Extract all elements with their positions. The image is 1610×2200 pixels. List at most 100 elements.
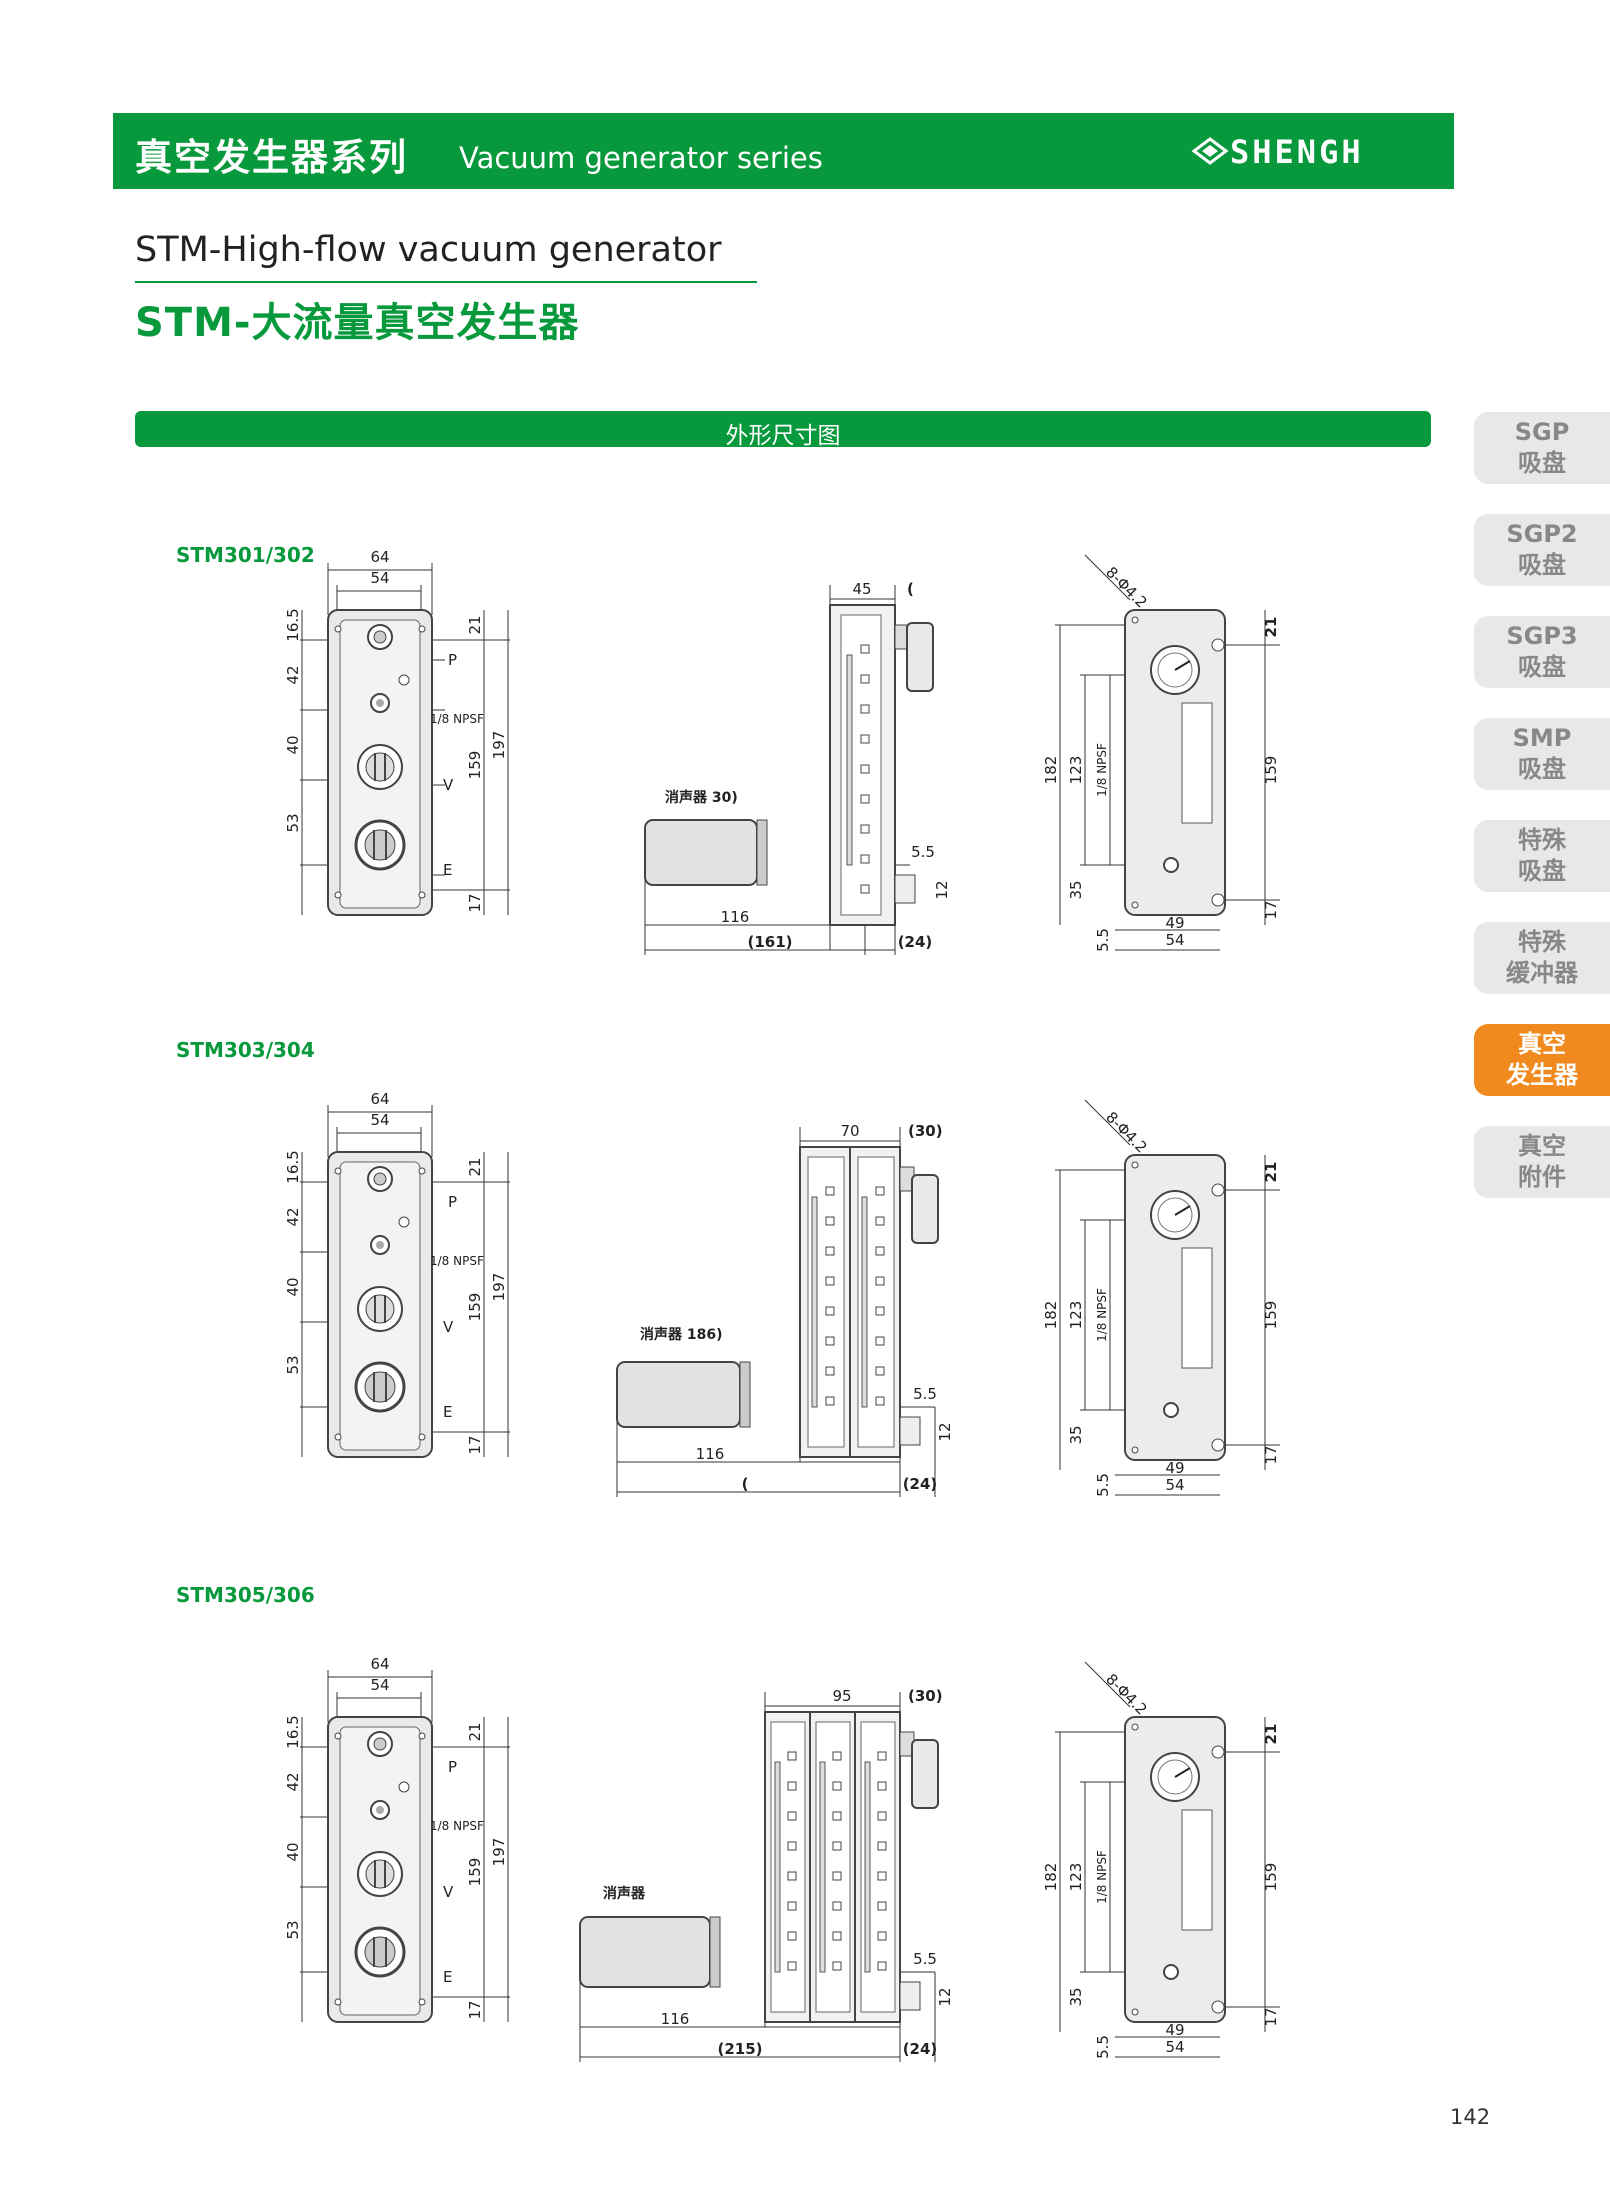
side-tab-special-cup[interactable]: 特殊吸盘 (1474, 820, 1610, 892)
svg-text:(24): (24) (898, 933, 933, 951)
svg-text:123: 123 (1067, 1863, 1085, 1892)
svg-text:116: 116 (721, 908, 750, 926)
side-view-3: 95 (30) 消声器 116 (215) (24) 5.5 12 (579, 1687, 954, 2062)
svg-text:21: 21 (1262, 1724, 1280, 1745)
svg-text:35: 35 (1067, 1425, 1085, 1444)
svg-text:197: 197 (490, 1838, 508, 1867)
logo-text: SHENGH (1230, 133, 1364, 171)
svg-text:E: E (443, 1968, 452, 1986)
front-view-2: 64 54 16.5 42 40 53 21 159 197 17 P 1/8 … (284, 1090, 510, 1458)
svg-text:8-Φ4.2: 8-Φ4.2 (1102, 563, 1151, 612)
side-view-1: 45 ( 消声器 30) 116 (161) (24) 5.5 12 (644, 580, 951, 955)
svg-text:40: 40 (284, 1842, 302, 1861)
svg-text:64: 64 (370, 548, 389, 566)
svg-text:182: 182 (1042, 1863, 1060, 1892)
product-title-en: STM-High-flow vacuum generator (135, 230, 722, 270)
svg-text:159: 159 (466, 1293, 484, 1322)
side-tab-vacuum-accessory[interactable]: 真空附件 (1474, 1126, 1610, 1198)
svg-text:123: 123 (1067, 1301, 1085, 1330)
svg-text:消声器 186): 消声器 186) (640, 1326, 723, 1343)
svg-text:40: 40 (284, 1277, 302, 1296)
svg-text:1/8 NPSF: 1/8 NPSF (430, 1254, 484, 1268)
logo-diamond-icon (1191, 137, 1229, 165)
svg-text:12: 12 (933, 880, 951, 899)
svg-text:21: 21 (1262, 617, 1280, 638)
svg-text:159: 159 (1262, 1301, 1280, 1330)
svg-text:54: 54 (1165, 931, 1184, 949)
svg-text:35: 35 (1067, 880, 1085, 899)
svg-text:17: 17 (1262, 1445, 1280, 1464)
front-view-1: 64 54 16.5 42 40 53 21 159 197 17 P 1/8 … (284, 548, 510, 916)
svg-text:64: 64 (370, 1090, 389, 1108)
side-tab-special-buffer[interactable]: 特殊缓冲器 (1474, 922, 1610, 994)
svg-text:1/8 NPSF: 1/8 NPSF (430, 1819, 484, 1833)
back-view-1: 8-Φ4.2 21 159 17 182 123 1/8 NPSF 35 5.5… (1042, 554, 1280, 952)
svg-text:17: 17 (1262, 900, 1280, 919)
svg-text:182: 182 (1042, 1301, 1060, 1330)
svg-text:95: 95 (832, 1687, 851, 1705)
svg-text:E: E (443, 1403, 452, 1421)
svg-text:消声器 30): 消声器 30) (665, 789, 738, 806)
svg-text:12: 12 (936, 1987, 954, 2006)
svg-text:21: 21 (466, 1722, 484, 1741)
series-title-en: Vacuum generator series (459, 141, 823, 175)
front-view-3: 64 54 16.5 42 40 53 21 159 197 17 P 1/8 … (284, 1655, 510, 2023)
back-view-2: 8-Φ4.2 21 159 17 182 123 1/8 NPSF 35 5.5… (1042, 1099, 1280, 1497)
svg-text:V: V (443, 1318, 454, 1336)
series-title-cn: 真空发生器系列 (135, 136, 408, 179)
svg-text:(: ( (907, 580, 914, 598)
svg-text:21: 21 (466, 615, 484, 634)
svg-text:1/8 NPSF: 1/8 NPSF (1095, 1288, 1109, 1342)
svg-text:17: 17 (466, 893, 484, 912)
svg-text:53: 53 (284, 813, 302, 832)
svg-text:159: 159 (466, 751, 484, 780)
svg-text:116: 116 (696, 1445, 725, 1463)
svg-text:16.5: 16.5 (284, 1715, 302, 1748)
svg-text:16.5: 16.5 (284, 608, 302, 641)
svg-text:64: 64 (370, 1655, 389, 1673)
side-view-2: 70 (30) 消声器 186) 116 ( (24) 5.5 12 (616, 1122, 954, 1497)
svg-text:5.5: 5.5 (913, 1385, 937, 1403)
svg-text:12: 12 (936, 1422, 954, 1441)
svg-text:16.5: 16.5 (284, 1150, 302, 1183)
back-view-3: 8-Φ4.2 21 159 17 182 123 1/8 NPSF 35 5.5… (1042, 1661, 1280, 2059)
brand-logo: SHENGH (1191, 131, 1432, 171)
svg-text:35: 35 (1067, 1987, 1085, 2006)
svg-text:70: 70 (840, 1122, 859, 1140)
svg-text:消声器: 消声器 (603, 1885, 646, 1902)
svg-text:V: V (443, 1883, 454, 1901)
svg-text:197: 197 (490, 1273, 508, 1302)
svg-text:49: 49 (1165, 914, 1184, 932)
svg-text:53: 53 (284, 1355, 302, 1374)
title-underline (135, 281, 757, 283)
svg-text:8-Φ4.2: 8-Φ4.2 (1102, 1670, 1151, 1719)
svg-text:54: 54 (1165, 2038, 1184, 2056)
svg-text:(24): (24) (903, 2040, 938, 2058)
product-title-cn: STM-大流量真空发生器 (135, 300, 580, 346)
svg-text:17: 17 (466, 2000, 484, 2019)
svg-text:54: 54 (370, 1111, 389, 1129)
model-label-1: STM301/302 (176, 543, 315, 567)
model-label-3: STM305/306 (176, 1583, 315, 1607)
svg-text:53: 53 (284, 1920, 302, 1939)
svg-text:(30): (30) (908, 1122, 943, 1140)
svg-text:(24): (24) (903, 1475, 938, 1493)
svg-text:5.5: 5.5 (1094, 928, 1112, 952)
svg-text:21: 21 (466, 1157, 484, 1176)
side-tab-vacuum-generator[interactable]: 真空发生器 (1474, 1024, 1610, 1096)
svg-text:42: 42 (284, 665, 302, 684)
svg-text:54: 54 (370, 569, 389, 587)
svg-text:54: 54 (370, 1676, 389, 1694)
model-label-2: STM303/304 (176, 1038, 315, 1062)
svg-text:54: 54 (1165, 1476, 1184, 1494)
svg-text:1/8 NPSF: 1/8 NPSF (1095, 1850, 1109, 1904)
svg-text:1/8 NPSF: 1/8 NPSF (430, 712, 484, 726)
svg-text:17: 17 (1262, 2007, 1280, 2026)
svg-text:40: 40 (284, 735, 302, 754)
section-bar: 外形尺寸图 (135, 411, 1431, 449)
svg-text:V: V (443, 776, 454, 794)
